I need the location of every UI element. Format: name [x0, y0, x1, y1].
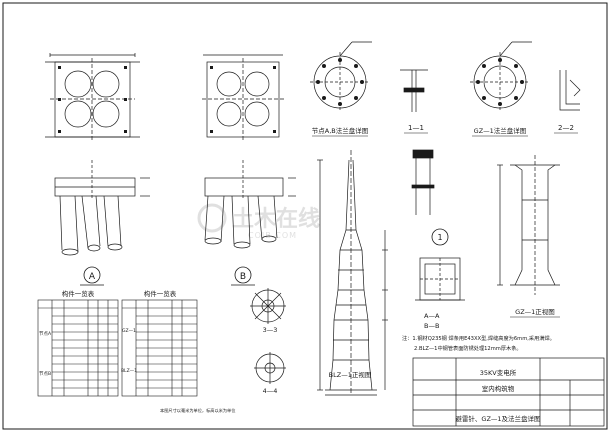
section-4-4-view — [254, 352, 286, 384]
section-aa-view — [415, 257, 465, 301]
detail-1-label: 1 — [437, 233, 442, 242]
node-b-marker: B — [231, 266, 255, 286]
title-drawing-name: 避雷针、GZ—1及法兰盘详图 — [455, 414, 540, 423]
flange-detail-gz1-title: GZ—1法兰盘详图 — [474, 126, 527, 135]
component-table-left — [37, 299, 119, 397]
section-1-1-view — [400, 69, 428, 112]
section-2-2-view — [559, 70, 581, 111]
component-table-right — [121, 299, 198, 397]
flange-detail-ab — [310, 41, 372, 112]
node-b-label: B — [240, 272, 246, 282]
flange-detail-ab-title: 节点A,B法兰盘详图 — [312, 126, 368, 135]
title-project-1: 35KV变电所 — [480, 368, 517, 377]
note-line-2: 2.BLZ—1中钢管表面防锈处理12mm厚木条。 — [414, 344, 522, 352]
section-aa-title: A—A — [424, 312, 440, 320]
flange-detail-gz1 — [470, 41, 532, 112]
blz1-elevation — [317, 150, 388, 396]
tables-bottom-note: 本图尺寸以毫米为单位，标高以米为单位 — [160, 407, 235, 414]
plan-view-b — [202, 54, 284, 142]
plan-view-a — [45, 53, 140, 142]
section-3-3-title: 3—3 — [263, 326, 278, 334]
section-1-1-title: 1—1 — [408, 124, 424, 132]
gz1-elevation — [497, 155, 560, 295]
watermark-en: COIB.COM — [248, 231, 297, 240]
right-group-blz1: BLZ—1 — [121, 368, 137, 374]
right-group-gz1: GZ—1 — [122, 328, 136, 334]
node-a-elevation — [54, 160, 150, 256]
detail-1-marker: 1 — [431, 228, 449, 246]
note-line-1: 注：1.钢材Q235钢 焊条用E43XX型,焊缝高度为6mm,采用满焊。 — [402, 334, 555, 342]
blz1-elevation-title: BLZ—1正视图 — [329, 370, 372, 379]
tube-detail-top — [411, 149, 435, 215]
left-group-b: 节点B — [39, 371, 51, 377]
gz1-elevation-title: GZ—1正视图 — [515, 307, 555, 316]
left-group-a: 节点A — [39, 331, 52, 337]
section-2-2-title: 2—2 — [558, 124, 574, 132]
component-table-right-title: 构件一览表 — [144, 289, 177, 298]
node-a-marker: A — [80, 266, 104, 286]
title-block — [412, 357, 605, 427]
component-table-left-title: 构件一览表 — [62, 289, 95, 298]
section-3-3-view — [250, 288, 286, 324]
section-bb-title: B—B — [424, 322, 439, 330]
node-a-label: A — [89, 272, 96, 282]
section-4-4-title: 4—4 — [263, 387, 278, 395]
title-project-2: 室内构筑物 — [482, 384, 515, 393]
node-b-elevation — [204, 160, 296, 249]
